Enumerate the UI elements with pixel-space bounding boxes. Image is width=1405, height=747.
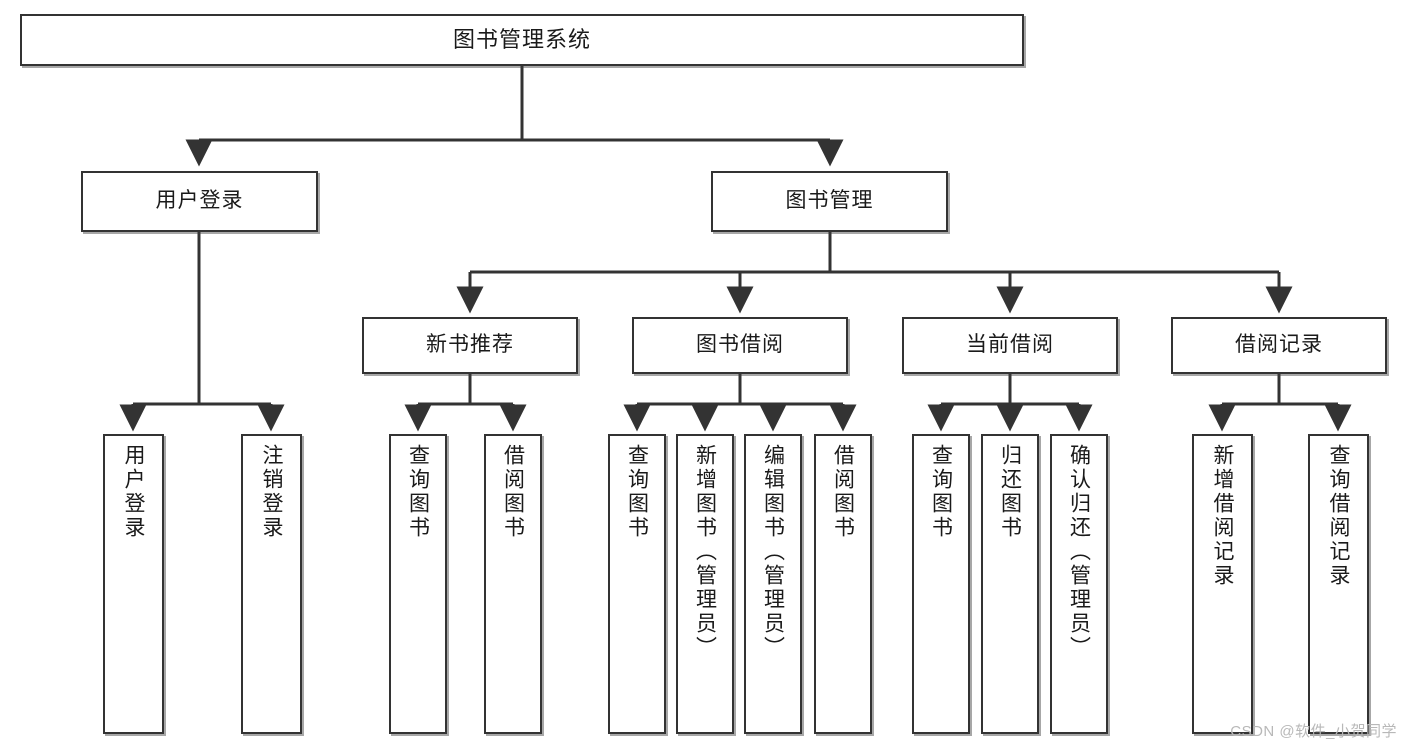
leaf-query-book-current[interactable]: 查询图书	[912, 434, 970, 734]
node-user-login[interactable]: 用户登录	[81, 171, 318, 232]
leaf-user-login[interactable]: 用户登录	[103, 434, 164, 734]
leaf-confirm-return-admin-label: 确认归还（管理员）	[1067, 444, 1091, 660]
leaf-borrow-book-recommend-label: 借阅图书	[501, 444, 525, 540]
node-root-label: 图书管理系统	[452, 27, 591, 53]
leaf-logout[interactable]: 注销登录	[241, 434, 302, 734]
node-current-borrow-label: 当前借阅	[966, 333, 1054, 357]
node-user-login-label: 用户登录	[155, 189, 244, 213]
node-borrow-record-label: 借阅记录	[1235, 333, 1323, 357]
node-root[interactable]: 图书管理系统	[20, 14, 1024, 66]
leaf-add-borrow-record-label: 新增借阅记录	[1211, 444, 1234, 588]
leaf-add-borrow-record[interactable]: 新增借阅记录	[1192, 434, 1253, 734]
node-book-management[interactable]: 图书管理	[711, 171, 948, 232]
node-new-book-recommend[interactable]: 新书推荐	[362, 317, 578, 374]
node-book-borrow-label: 图书借阅	[696, 333, 784, 357]
node-current-borrow[interactable]: 当前借阅	[902, 317, 1118, 374]
leaf-return-book[interactable]: 归还图书	[981, 434, 1039, 734]
leaf-query-book-borrow-label: 查询图书	[625, 444, 649, 540]
node-book-borrow[interactable]: 图书借阅	[632, 317, 848, 374]
leaf-logout-label: 注销登录	[260, 444, 283, 540]
leaf-query-book-recommend-label: 查询图书	[406, 444, 430, 540]
leaf-query-borrow-record-label: 查询借阅记录	[1327, 444, 1350, 588]
leaf-edit-book-admin-label: 编辑图书（管理员）	[761, 444, 785, 660]
leaf-borrow-book[interactable]: 借阅图书	[814, 434, 872, 734]
leaf-confirm-return-admin[interactable]: 确认归还（管理员）	[1050, 434, 1108, 734]
leaf-query-book-borrow[interactable]: 查询图书	[608, 434, 666, 734]
leaf-borrow-book-label: 借阅图书	[831, 444, 855, 540]
leaf-add-book-admin[interactable]: 新增图书（管理员）	[676, 434, 734, 734]
leaf-query-book-recommend[interactable]: 查询图书	[389, 434, 447, 734]
leaf-query-book-current-label: 查询图书	[929, 444, 953, 540]
leaf-add-book-admin-label: 新增图书（管理员）	[693, 444, 717, 660]
leaf-return-book-label: 归还图书	[998, 444, 1022, 540]
node-new-book-recommend-label: 新书推荐	[426, 333, 514, 357]
leaf-user-login-label: 用户登录	[122, 444, 145, 540]
watermark: CSDN @软件_小贺同学	[1230, 723, 1397, 740]
leaf-edit-book-admin[interactable]: 编辑图书（管理员）	[744, 434, 802, 734]
node-borrow-record[interactable]: 借阅记录	[1171, 317, 1387, 374]
node-book-management-label: 图书管理	[785, 189, 874, 213]
leaf-query-borrow-record[interactable]: 查询借阅记录	[1308, 434, 1369, 734]
leaf-borrow-book-recommend[interactable]: 借阅图书	[484, 434, 542, 734]
